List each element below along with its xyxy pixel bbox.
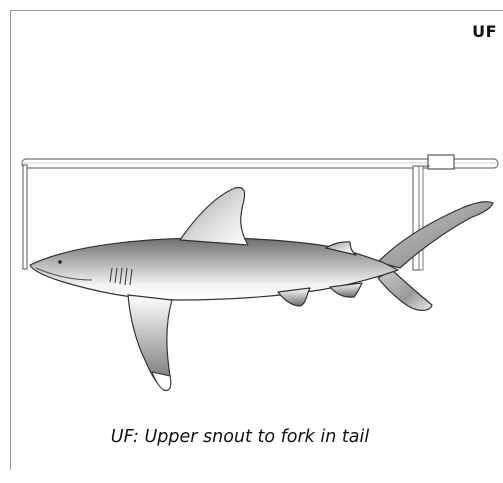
upper-tail-lobe: [378, 202, 493, 268]
snout-marker: [23, 165, 27, 269]
measurement-code-label: UF: [472, 22, 497, 41]
eye: [58, 260, 62, 264]
figure-caption: UF: Upper snout to fork in tail: [0, 427, 480, 447]
measuring-rail: [22, 159, 498, 168]
shark-illustration: [30, 188, 493, 391]
fork-marker: [413, 155, 454, 270]
first-dorsal-fin: [180, 188, 248, 246]
lower-tail-lobe: [378, 270, 432, 310]
